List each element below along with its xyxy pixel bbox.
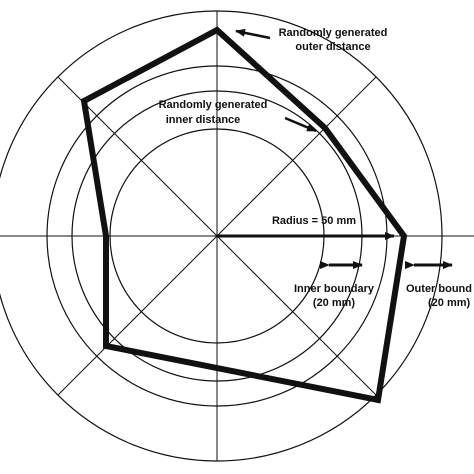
inner-distance-label-line2: inner distance xyxy=(166,114,241,126)
inner-boundary-label-line1: Inner boundary xyxy=(294,283,375,295)
outer-distance-arrow xyxy=(235,28,271,40)
outer-distance-label-line2: outer distance xyxy=(295,41,370,53)
inner-boundary-label-line2: (20 mm) xyxy=(313,297,356,309)
outer-boundary-label-line1: Outer bound xyxy=(406,283,472,295)
outer-distance-label-line1: Randomly generated xyxy=(279,27,388,39)
random-polygon xyxy=(80,26,408,404)
outer-boundary-label-line2: (20 mm) xyxy=(428,297,471,309)
inner-distance-label-line1: Randomly generated xyxy=(159,99,268,111)
inner-distance-arrow xyxy=(284,116,317,133)
radius-label: Radius = 50 mm xyxy=(272,215,356,227)
